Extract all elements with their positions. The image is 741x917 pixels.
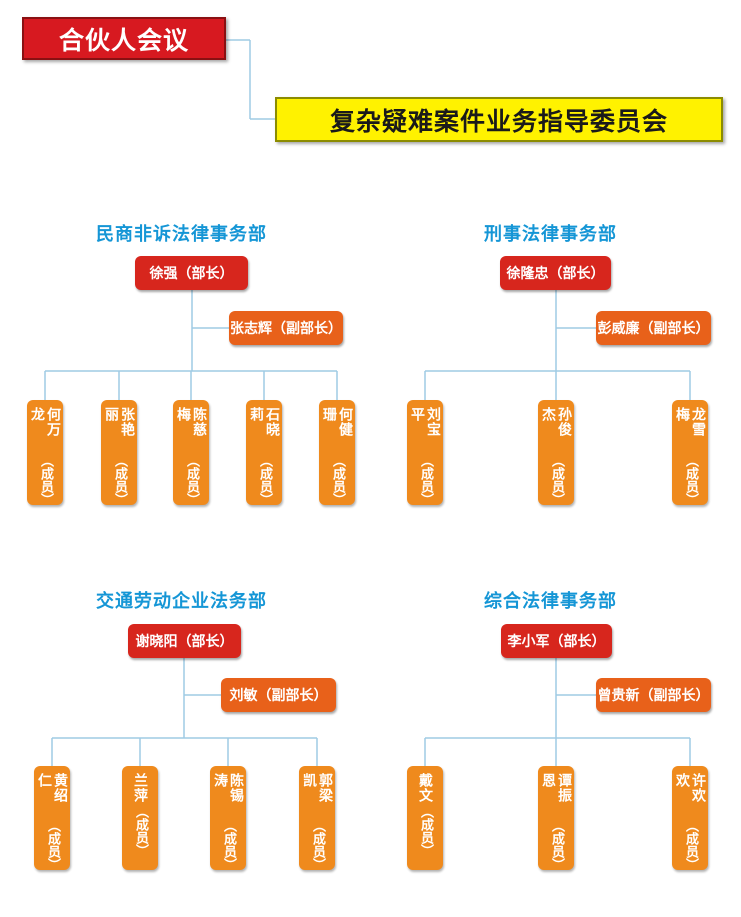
member-box[interactable]: 兰萍 （成员） bbox=[122, 766, 158, 870]
member-name: 何万龙 bbox=[29, 407, 61, 437]
committee-box[interactable]: 复杂疑难案件业务指导委员会 bbox=[275, 97, 723, 142]
member-box[interactable]: 陈锡涛 （成员） bbox=[210, 766, 246, 872]
partners-meeting-label: 合伙人会议 bbox=[58, 25, 189, 55]
committee-label: 复杂疑难案件业务指导委员会 bbox=[329, 106, 668, 136]
deputy-head-box[interactable]: 彭威廉（副部长） bbox=[596, 311, 711, 345]
member-box[interactable]: 孙俊杰 （成员） bbox=[538, 400, 574, 506]
deputy-head-label: 张志辉（副部长） bbox=[230, 321, 342, 337]
member-name: 刘宝平 bbox=[409, 407, 441, 437]
member-role: （成员） bbox=[683, 819, 698, 872]
member-box[interactable]: 谭振恩 （成员） bbox=[538, 766, 574, 872]
member-name: 石晓莉 bbox=[248, 407, 280, 437]
department-title: 刑事法律事务部 bbox=[484, 224, 617, 245]
member-name: 许欢欢 bbox=[674, 773, 706, 803]
member-name: 龙雪梅 bbox=[674, 407, 706, 437]
member-box[interactable]: 刘宝平 （成员） bbox=[407, 400, 443, 506]
member-role: （成员） bbox=[549, 453, 564, 506]
partners-meeting-box[interactable]: 合伙人会议 bbox=[22, 17, 226, 60]
member-name: 张艳丽 bbox=[103, 407, 135, 437]
member-role: （成员） bbox=[45, 819, 60, 872]
member-role: （成员） bbox=[133, 805, 148, 857]
member-box[interactable]: 何健珊 （成员） bbox=[319, 400, 355, 506]
deputy-head-label: 曾贵新（副部长） bbox=[597, 688, 710, 704]
deputy-head-box[interactable]: 曾贵新（副部长） bbox=[596, 678, 711, 712]
deputy-head-box[interactable]: 刘敏（副部长） bbox=[221, 678, 336, 712]
member-box[interactable]: 戴文 （成员） bbox=[407, 766, 443, 870]
member-role: （成员） bbox=[221, 819, 236, 872]
department-title: 综合法律事务部 bbox=[484, 591, 617, 612]
member-box[interactable]: 郭梁凯 （成员） bbox=[299, 766, 335, 872]
member-name: 陈慈梅 bbox=[175, 407, 207, 437]
department-title: 交通劳动企业法务部 bbox=[96, 591, 267, 612]
member-name: 谭振恩 bbox=[540, 773, 572, 803]
member-role: （成员） bbox=[38, 453, 53, 506]
member-role: （成员） bbox=[683, 453, 698, 506]
department-head-box[interactable]: 谢晓阳（部长） bbox=[128, 624, 241, 658]
member-role: （成员） bbox=[330, 453, 345, 506]
department-head-box[interactable]: 徐强（部长） bbox=[135, 256, 248, 290]
deputy-head-label: 刘敏（副部长） bbox=[229, 688, 328, 704]
member-role: （成员） bbox=[112, 453, 127, 506]
member-role: （成员） bbox=[418, 453, 433, 506]
department-head-label: 徐隆忠（部长） bbox=[506, 266, 605, 282]
department-head-label: 李小军（部长） bbox=[507, 634, 606, 650]
member-name: 兰萍 bbox=[132, 773, 148, 803]
member-role: （成员） bbox=[257, 453, 272, 506]
member-name: 孙俊杰 bbox=[540, 407, 572, 437]
member-role: （成员） bbox=[184, 453, 199, 506]
department-head-label: 徐强（部长） bbox=[149, 266, 234, 282]
department-head-box[interactable]: 李小军（部长） bbox=[501, 624, 612, 658]
member-box[interactable]: 石晓莉 （成员） bbox=[246, 400, 282, 506]
deputy-head-box[interactable]: 张志辉（副部长） bbox=[229, 311, 343, 345]
department-head-box[interactable]: 徐隆忠（部长） bbox=[500, 256, 611, 290]
member-box[interactable]: 黄绍仁 （成员） bbox=[34, 766, 70, 872]
member-box[interactable]: 龙雪梅 （成员） bbox=[672, 400, 708, 506]
member-box[interactable]: 何万龙 （成员） bbox=[27, 400, 63, 506]
member-name: 何健珊 bbox=[321, 407, 353, 437]
member-name: 戴文 bbox=[417, 773, 433, 803]
deputy-head-label: 彭威廉（副部长） bbox=[597, 321, 710, 337]
member-box[interactable]: 陈慈梅 （成员） bbox=[173, 400, 209, 506]
member-role: （成员） bbox=[549, 819, 564, 872]
member-name: 郭梁凯 bbox=[301, 773, 333, 803]
member-name: 黄绍仁 bbox=[36, 773, 68, 803]
member-box[interactable]: 张艳丽 （成员） bbox=[101, 400, 137, 506]
department-title: 民商非诉法律事务部 bbox=[96, 224, 267, 245]
member-role: （成员） bbox=[310, 819, 325, 872]
member-role: （成员） bbox=[418, 805, 433, 857]
department-head-label: 谢晓阳（部长） bbox=[135, 634, 234, 650]
member-box[interactable]: 许欢欢 （成员） bbox=[672, 766, 708, 872]
member-name: 陈锡涛 bbox=[212, 773, 244, 803]
